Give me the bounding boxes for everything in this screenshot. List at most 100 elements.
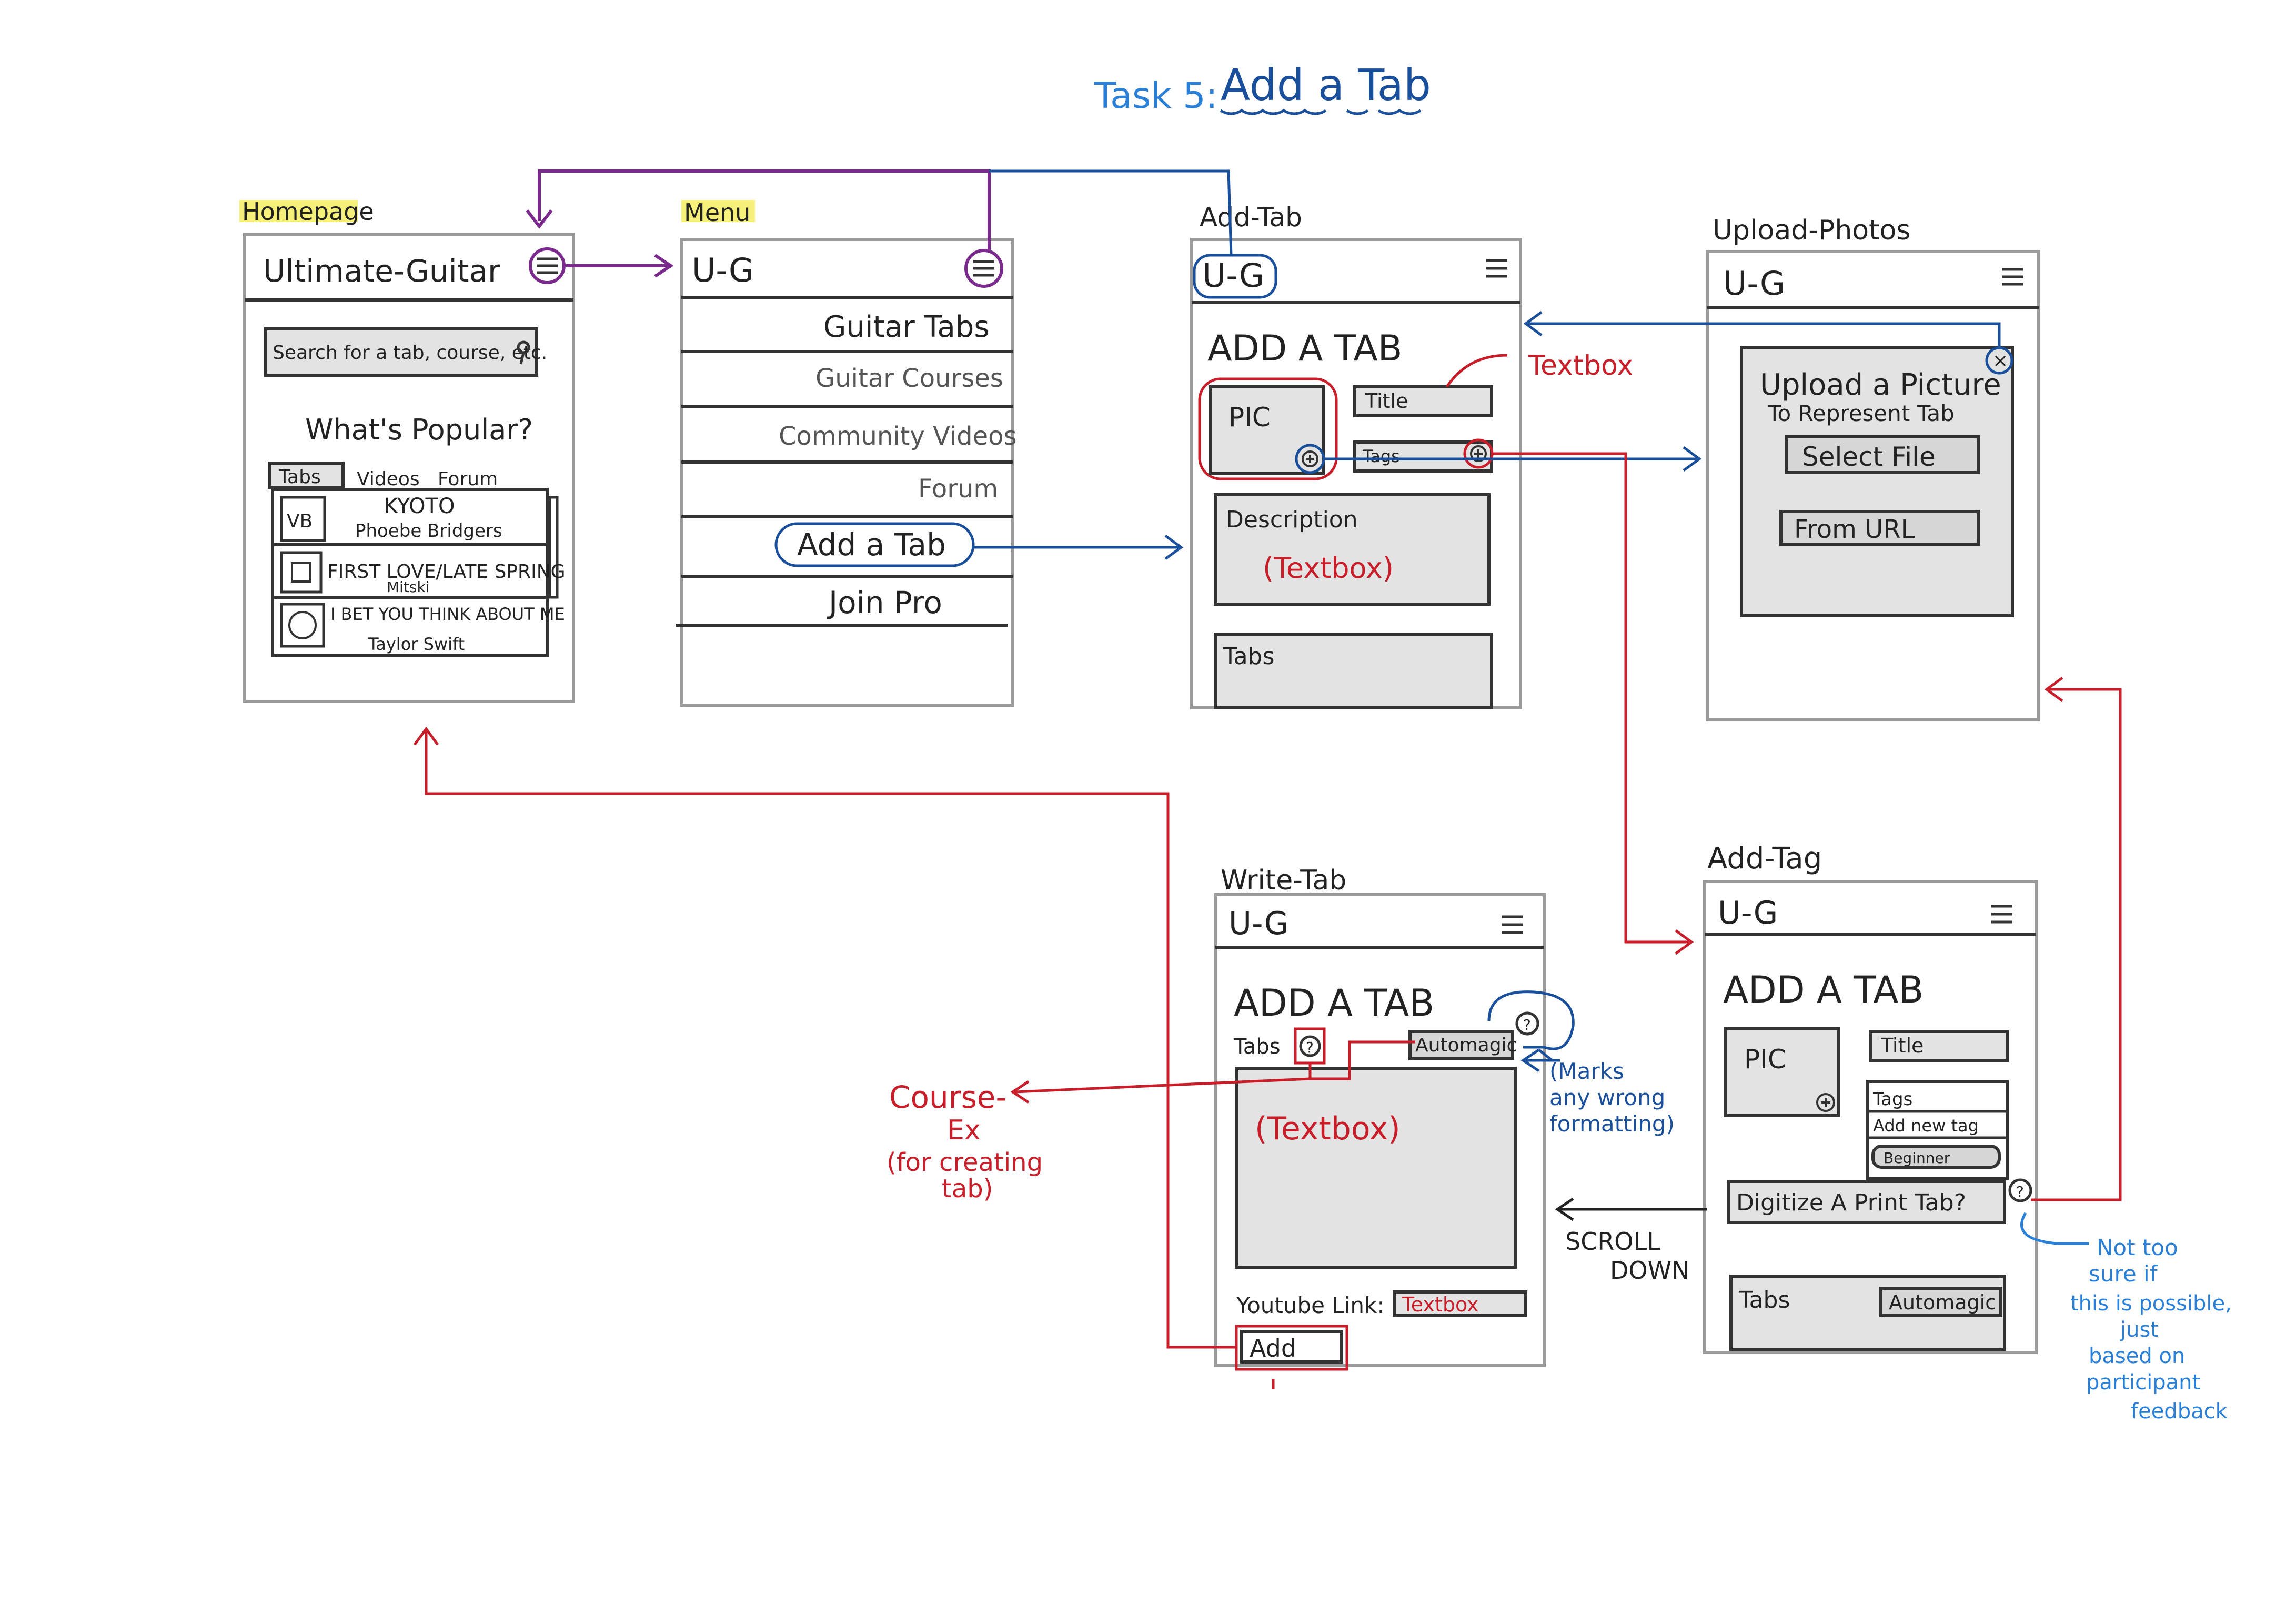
list-item[interactable]: I BET YOU THINK ABOUT ME Taylor Swift [280,603,565,654]
song-artist: Taylor Swift [368,634,465,654]
menu-item-community-videos[interactable]: Community Videos [779,422,1017,451]
menu-screen: Menu U-G Guitar Tabs Guitar Courses Comm… [676,198,1017,707]
add-tag-icon[interactable] [1470,445,1487,462]
automagic-highlight-loop [1487,990,1575,1061]
description-textbox-note: (Textbox) [1263,552,1394,585]
flow-arrow-logo-to-home [989,169,1233,256]
menu-item-guitar-courses[interactable]: Guitar Courses [815,364,1003,393]
youtube-input[interactable] [1393,1290,1527,1317]
logo[interactable]: U-G [1723,264,1785,303]
tabs-field-label: Tabs [1738,1287,1790,1314]
tabs-field-label: Tabs [1223,643,1274,670]
hamburger-icon[interactable] [973,260,994,277]
menu-item-join-pro[interactable]: Join Pro [827,585,942,620]
digitize-button[interactable] [1727,1180,2006,1224]
close-icon[interactable]: × [1992,350,2008,372]
song-artist: Phoebe Bridgers [355,520,502,542]
textbox-note: Textbox [1528,350,1633,382]
flow-arrow-menu-to-addtab [973,534,1184,560]
tab-textbox[interactable] [1235,1067,1517,1269]
help-icon-glyph: ? [1306,1039,1314,1056]
svg-text:feedback: feedback [2131,1399,2228,1423]
add-tab-label: Add-Tab [1200,202,1302,233]
list-item[interactable]: FIRST LOVE/LATE SPRING Mitski [280,551,566,596]
search-placeholder: Search for a tab, course, etc. [273,342,547,364]
page-title: ADD A TAB [1723,968,1924,1011]
logo[interactable]: U-G [1228,905,1288,942]
flow-arrow-upload-to-addtab [1523,310,2001,347]
search-icon[interactable] [517,340,530,365]
beginner-tag[interactable] [1871,1145,2001,1169]
menu-label-highlight [681,200,755,222]
logo[interactable]: U-G [692,251,754,289]
add-new-tag-option[interactable] [1866,1110,2009,1139]
svg-text:Course-: Course- [889,1079,1006,1115]
svg-text:Not too: Not too [2097,1235,2178,1260]
course-ex-note: Course- Ex (for creating tab) [887,1079,1043,1204]
svg-text:based on: based on [2089,1344,2185,1368]
format-check-icon[interactable] [1515,1011,1539,1036]
digitize-label: Digitize A Print Tab? [1736,1189,1966,1216]
dialog-title: Upload a Picture [1760,368,2001,402]
hamburger-icon[interactable] [1991,905,2012,924]
menu-item-guitar-tabs[interactable]: Guitar Tabs [823,310,990,344]
add-photo-icon[interactable] [1302,450,1318,467]
add-tab-screen: Add-Tab U-G ADD A TAB PIC Title Tags Des… [1190,202,1633,709]
textbox-pointer [1445,354,1508,388]
hamburger-icon[interactable] [1486,259,1507,278]
automagic-button[interactable] [1408,1030,1514,1060]
search-input[interactable] [264,327,538,377]
hamburger-icon[interactable] [537,257,558,274]
feasibility-note: Not too sure if this is possible, just b… [2070,1235,2232,1423]
menu-frame [680,238,1014,707]
list-scrollbar[interactable] [548,496,559,599]
page-title: ADD A TAB [1234,981,1434,1025]
flow-arrow-scroll-down [1555,1197,1707,1221]
tabs-field[interactable] [1214,633,1493,709]
title-field[interactable] [1869,1030,2009,1062]
add-photo-icon[interactable] [1816,1093,1835,1112]
menu-item-forum[interactable]: Forum [918,474,998,504]
logo[interactable]: U-G [1718,895,1778,931]
album-art-glyph: VB [287,510,313,532]
tabs-label: Tabs [1233,1035,1281,1059]
hamburger-icon[interactable] [1502,915,1523,934]
list-item[interactable]: VB KYOTO Phoebe Bridgers [280,494,502,542]
pic-placeholder[interactable] [1209,385,1325,475]
album-thumb [280,551,323,594]
description-field[interactable] [1214,493,1491,606]
title-field[interactable] [1353,385,1493,417]
automagic-label: Automagic [1415,1035,1517,1056]
popular-heading: What's Popular? [305,413,533,446]
automagic-button[interactable] [1879,1287,2002,1317]
hamburger-icon[interactable] [2002,268,2023,286]
tags-label: Tags [1872,1089,1912,1110]
svg-text:sure if: sure if [2089,1261,2158,1287]
pic-highlight [1198,377,1338,480]
add-button[interactable] [1240,1330,1343,1364]
pic-placeholder[interactable] [1724,1027,1840,1117]
select-file-label: Select File [1802,442,1936,472]
tags-field-label: Tags [1362,446,1400,466]
add-tag-label: Add-Tag [1707,841,1822,876]
logo[interactable]: U-G [1202,256,1264,295]
tab-forum[interactable]: Forum [438,468,498,490]
task-number: Task 5: [1094,75,1218,117]
svg-text:formatting): formatting) [1549,1111,1675,1137]
flow-arrow-marks-formatting [1520,1048,1560,1072]
flow-arrow-home-to-menu [566,254,674,278]
digitize-help-icon[interactable] [2008,1178,2032,1202]
menu-item-add-a-tab[interactable]: Add a Tab [797,527,946,563]
from-url-button[interactable] [1779,510,1980,546]
select-file-button[interactable] [1785,435,1980,474]
title-field-label: Title [1365,389,1408,413]
tab-videos[interactable]: Videos [357,468,420,490]
song-title: I BET YOU THINK ABOUT ME [330,604,565,624]
album-thumb [280,603,325,648]
tab-tabs-label: Tabs [278,466,321,488]
tab-textbox-note: (Textbox) [1255,1110,1401,1147]
help-icon[interactable] [1299,1035,1321,1057]
svg-text:(Marks: (Marks [1549,1058,1624,1084]
tab-tabs[interactable] [268,462,345,489]
